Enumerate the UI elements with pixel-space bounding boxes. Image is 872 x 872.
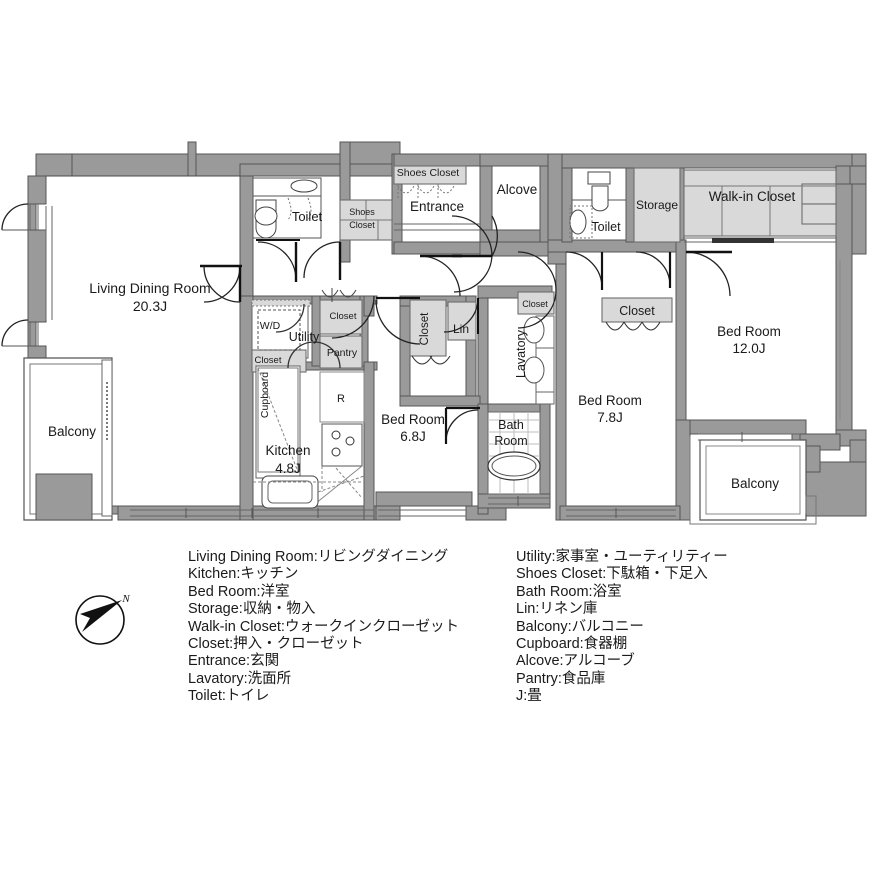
label-toilet-right: Toilet <box>591 220 621 234</box>
legend-item: Storage:収納・物入 <box>188 601 316 618</box>
legend-item: Toilet:トイレ <box>188 688 270 705</box>
closet-bedroom78-rect <box>601 297 673 323</box>
pantry-rect <box>319 335 363 369</box>
label-kitchen: Kitchen <box>265 443 310 458</box>
legend-item: Pantry:食品庫 <box>516 670 606 687</box>
label-closet-utility: Closet <box>330 311 357 322</box>
legend-item: Living Dining Room:リビングダイニング <box>188 549 449 565</box>
room-labels: Living Dining Room 20.3J Balcony Kitchen… <box>48 182 796 491</box>
label-balcony-left: Balcony <box>48 424 96 439</box>
legend-item: Lavatory:洗面所 <box>188 670 292 687</box>
closet-utility-rect <box>319 299 363 335</box>
label-alcove: Alcove <box>497 182 538 197</box>
label-bedroom-center: Bed Room <box>381 412 445 427</box>
label-toilet-left: Toilet <box>292 209 323 224</box>
legend-item: J:畳 <box>516 688 542 705</box>
label-lavatory: Lavatory <box>514 329 528 378</box>
wic-shelf-a <box>801 183 837 205</box>
closet-fill-group <box>251 165 837 479</box>
shoes-closet-entrance-rect <box>393 165 467 185</box>
wic-shelf-b <box>801 203 837 225</box>
label-refrigerator: R <box>337 393 345 405</box>
label-bath-room: Bath <box>498 418 524 432</box>
small-labels: Shoes Closet Shoes Closet W/D Utility Cl… <box>255 167 656 418</box>
legend-item: Shoes Closet:下駄箱・下足入 <box>516 566 708 583</box>
label-closet-lavatory: Closet <box>522 299 548 309</box>
label-bedroom-center-size: 6.8J <box>400 429 426 444</box>
label-shoes-closet-toilet-line1: Shoes <box>349 207 375 217</box>
legend-item: Walk-in Closet:ウォークインクローゼット <box>188 618 459 635</box>
legend-item: Cupboard:食器棚 <box>516 636 628 653</box>
label-washer-dryer: W/D <box>260 320 281 332</box>
label-pantry: Pantry <box>327 347 358 359</box>
lin-rect <box>447 301 477 341</box>
label-closet-bedroom78: Closet <box>619 304 655 318</box>
label-shoes-closet-entrance: Shoes Closet <box>397 167 460 179</box>
label-entrance: Entrance <box>410 199 464 214</box>
legend-item: Lin:リネン庫 <box>516 601 598 618</box>
balcony-left-block <box>35 473 93 521</box>
legend-left-column: Living Dining Room:リビングダイニング Kitchen:キッチ… <box>188 549 459 706</box>
label-walk-in-closet: Walk-in Closet <box>709 189 796 204</box>
label-closet-bedroom-center: Closet <box>419 312 431 345</box>
label-bedroom-right-small: Bed Room <box>578 393 642 408</box>
label-utility: Utility <box>289 330 320 344</box>
compass-needle <box>80 600 122 632</box>
balcony-group <box>23 357 817 525</box>
compass-north-label: N <box>121 593 130 605</box>
label-shoes-closet-toilet-line2: Closet <box>349 220 375 230</box>
label-closet-wd: Closet <box>255 355 282 366</box>
compass-rose: N <box>70 588 140 650</box>
label-bedroom-right-large-size: 12.0J <box>732 341 765 356</box>
label-kitchen-size: 4.8J <box>275 461 301 476</box>
label-living-dining-room: Living Dining Room <box>89 280 210 296</box>
label-cupboard: Cupboard <box>259 372 271 418</box>
legend-item: Entrance:玄関 <box>188 653 280 670</box>
label-bedroom-right-small-size: 7.8J <box>597 410 623 425</box>
fixtures-group <box>29 167 841 518</box>
legend-item: Alcove:アルコーブ <box>516 653 635 670</box>
label-living-dining-room-size: 20.3J <box>133 298 167 314</box>
legend-item: Utility:家事室・ユーティリティー <box>516 549 728 565</box>
legend-item: Closet:押入・クローゼット <box>188 636 364 653</box>
storage-rect <box>633 167 681 243</box>
door-arcs <box>1 203 732 444</box>
label-balcony-right: Balcony <box>731 476 779 491</box>
label-bedroom-right-large: Bed Room <box>717 324 781 339</box>
closet-bedroom-center-rect <box>409 299 447 357</box>
legend-item: Bath Room:浴室 <box>516 583 622 600</box>
legend-item: Kitchen:キッチン <box>188 566 299 583</box>
legend-item: Balcony:バルコニー <box>516 618 644 635</box>
legend-right-column: Utility:家事室・ユーティリティー Shoes Closet:下駄箱・下足… <box>516 549 728 706</box>
label-bath-room-2: Room <box>494 434 527 448</box>
label-linen: Lin <box>453 322 469 336</box>
label-storage: Storage <box>636 198 678 212</box>
legend-item: Bed Room:洋室 <box>188 583 290 600</box>
